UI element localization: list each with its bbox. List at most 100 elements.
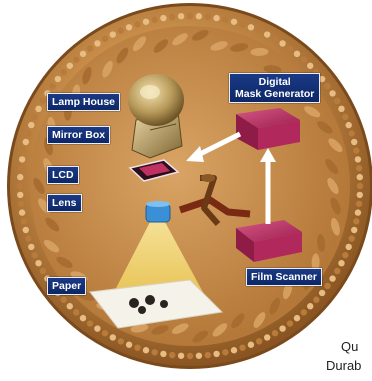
edge-bead (21, 147, 27, 153)
edge-bead (28, 122, 34, 128)
edge-bead (67, 63, 73, 69)
edge-bead (23, 227, 29, 233)
edge-bead (94, 40, 100, 46)
label-digital-mask-generator: Digital Mask Generator (229, 73, 320, 103)
edge-bead (334, 98, 340, 104)
edge-bead (178, 353, 184, 359)
edge-bead (353, 218, 359, 224)
film-reel-top (201, 174, 215, 182)
edge-bead (60, 69, 66, 75)
edge-bead (17, 174, 23, 180)
edge-bead (28, 244, 34, 250)
edge-bead (134, 21, 140, 27)
edge-bead (19, 156, 25, 162)
edge-bead (73, 309, 79, 315)
edge-bead (348, 130, 354, 136)
edge-bead (187, 353, 193, 359)
edge-bead (118, 338, 124, 344)
edge-bead (329, 90, 335, 96)
label-lamp-house: Lamp House (47, 93, 120, 111)
edge-bead (346, 122, 352, 128)
edge-bead (239, 344, 245, 350)
edge-bead (118, 27, 124, 33)
edge-bead (25, 235, 31, 241)
edge-bead (338, 260, 344, 266)
edge-bead (126, 24, 132, 30)
edge-bead (17, 192, 23, 198)
edge-bead (67, 303, 73, 309)
edge-bead (196, 353, 202, 359)
edge-bead (319, 290, 325, 296)
edge-bead (80, 51, 86, 57)
edge-bead (272, 36, 278, 42)
edge-bead (160, 351, 166, 357)
edge-bead (205, 14, 211, 20)
label-paper: Paper (47, 277, 86, 295)
edge-bead (31, 252, 37, 258)
edge-bead (60, 297, 66, 303)
edge-bead (143, 19, 149, 25)
cropped-text-line-2: Durab (326, 358, 361, 373)
edge-bead (169, 352, 175, 358)
edge-bead (23, 139, 29, 145)
edge-bead (94, 325, 100, 331)
edge-bead (348, 235, 354, 241)
edge-bead (342, 252, 348, 258)
edge-bead (329, 275, 335, 281)
edge-bead (102, 330, 108, 336)
edge-bead (272, 330, 278, 336)
edge-bead (110, 334, 116, 340)
edge-bead (73, 56, 79, 62)
edge-bead (324, 283, 330, 289)
edge-bead (301, 309, 307, 315)
edge-bead (40, 268, 46, 274)
edge-bead (355, 209, 361, 215)
edge-bead (239, 21, 245, 27)
edge-bead (213, 15, 219, 21)
cropped-text-line-1: Qu (341, 339, 358, 354)
edge-bead (313, 297, 319, 303)
edge-bead (342, 114, 348, 120)
edge-bead (248, 342, 254, 348)
edge-bead (205, 352, 211, 358)
edge-bead (356, 201, 362, 207)
edge-bead (279, 40, 285, 46)
edge-bead (160, 15, 166, 21)
edge-bead (357, 183, 363, 189)
edge-bead (231, 347, 237, 353)
label-mirror-box: Mirror Box (47, 126, 110, 144)
edge-bead (279, 325, 285, 331)
label-film-scanner: Film Scanner (246, 268, 322, 286)
edge-bead (353, 147, 359, 153)
edge-bead (222, 349, 228, 355)
edge-bead (143, 347, 149, 353)
edge-bead (102, 36, 108, 42)
edge-bead (187, 13, 193, 19)
label-digital-line: Digital (235, 76, 314, 88)
label-mask-generator-line: Mask Generator (235, 88, 314, 100)
label-lcd: LCD (47, 166, 79, 184)
edge-bead (294, 315, 300, 321)
edge-bead (294, 51, 300, 57)
edge-bead (287, 320, 293, 326)
edge-bead (169, 14, 175, 20)
edge-bead (334, 268, 340, 274)
edge-bead (87, 45, 93, 51)
edge-bead (17, 183, 23, 189)
edge-bead (357, 174, 363, 180)
edge-bead (55, 76, 61, 82)
edge-bead (134, 344, 140, 350)
edge-bead (356, 165, 362, 171)
edge-bead (248, 24, 254, 30)
edge-bead (287, 45, 293, 51)
edge-bead (213, 351, 219, 357)
edge-bead (231, 19, 237, 25)
edge-bead (126, 342, 132, 348)
edge-bead (19, 209, 25, 215)
edge-bead (357, 192, 363, 198)
edge-bead (355, 156, 361, 162)
edge-bead (35, 106, 41, 112)
edge-bead (151, 17, 157, 23)
